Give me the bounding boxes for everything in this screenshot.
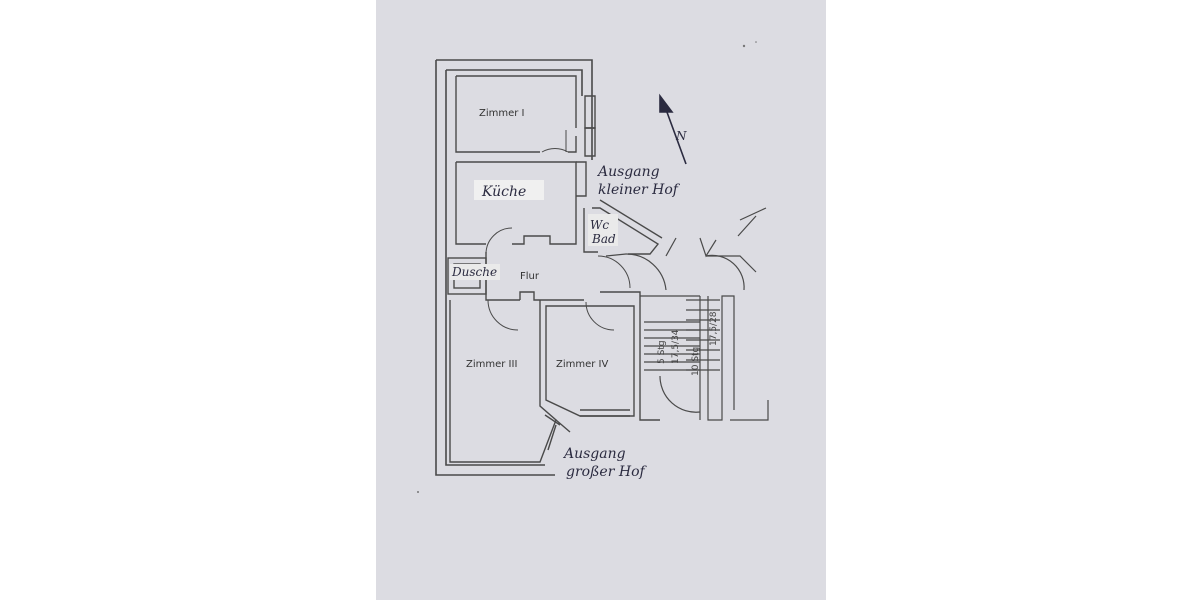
room-zimmer-1 [455, 75, 596, 157]
label-zimmer-1: Zimmer I [479, 108, 525, 119]
stairwell [605, 207, 769, 421]
label-bg-wc [588, 214, 618, 246]
room-flur [485, 252, 641, 301]
stair-right-steps: 10 Stg [691, 347, 701, 376]
door-zimmer-1 [541, 148, 569, 153]
label-zimmer-3: Zimmer III [466, 359, 517, 370]
stair-left-steps: 5 Stg [657, 340, 667, 364]
label-flur: Flur [520, 271, 540, 282]
label-bg-dusche [450, 264, 500, 280]
exit-small-yard-line2: kleiner Hof [598, 182, 681, 198]
label-kueche: Küche [481, 184, 526, 200]
exit-big-yard-line2: großer Hof [566, 464, 648, 480]
room-zimmer-4 [545, 300, 660, 421]
door-wc [597, 255, 631, 289]
room-zimmer-3 [449, 300, 571, 463]
room-kueche [455, 161, 587, 245]
label-bg-kueche [474, 180, 544, 200]
compass-north-label: N [675, 129, 687, 143]
room-wc-bad [583, 199, 663, 255]
exit-big-yard-line1: Ausgang [562, 446, 626, 462]
label-bad: Bad [591, 232, 616, 246]
paper-speck [755, 41, 757, 43]
exit-small-yard-line1: Ausgang [596, 164, 660, 180]
label-wc: Wc [590, 218, 609, 232]
label-dusche: Dusche [451, 265, 497, 279]
paper-speck [417, 491, 419, 493]
door-kueche-flur [485, 227, 513, 255]
floor-plan-paper [376, 0, 826, 600]
stair-right-dim: 17,5/28 [709, 311, 719, 346]
label-zimmer-4: Zimmer IV [556, 359, 609, 370]
north-arrow [659, 93, 687, 165]
outer-walls [435, 59, 593, 476]
door-zimmer-3 [487, 299, 519, 331]
stair-left-dim: 17,5/34 [671, 329, 681, 364]
paper-speck [742, 44, 746, 48]
